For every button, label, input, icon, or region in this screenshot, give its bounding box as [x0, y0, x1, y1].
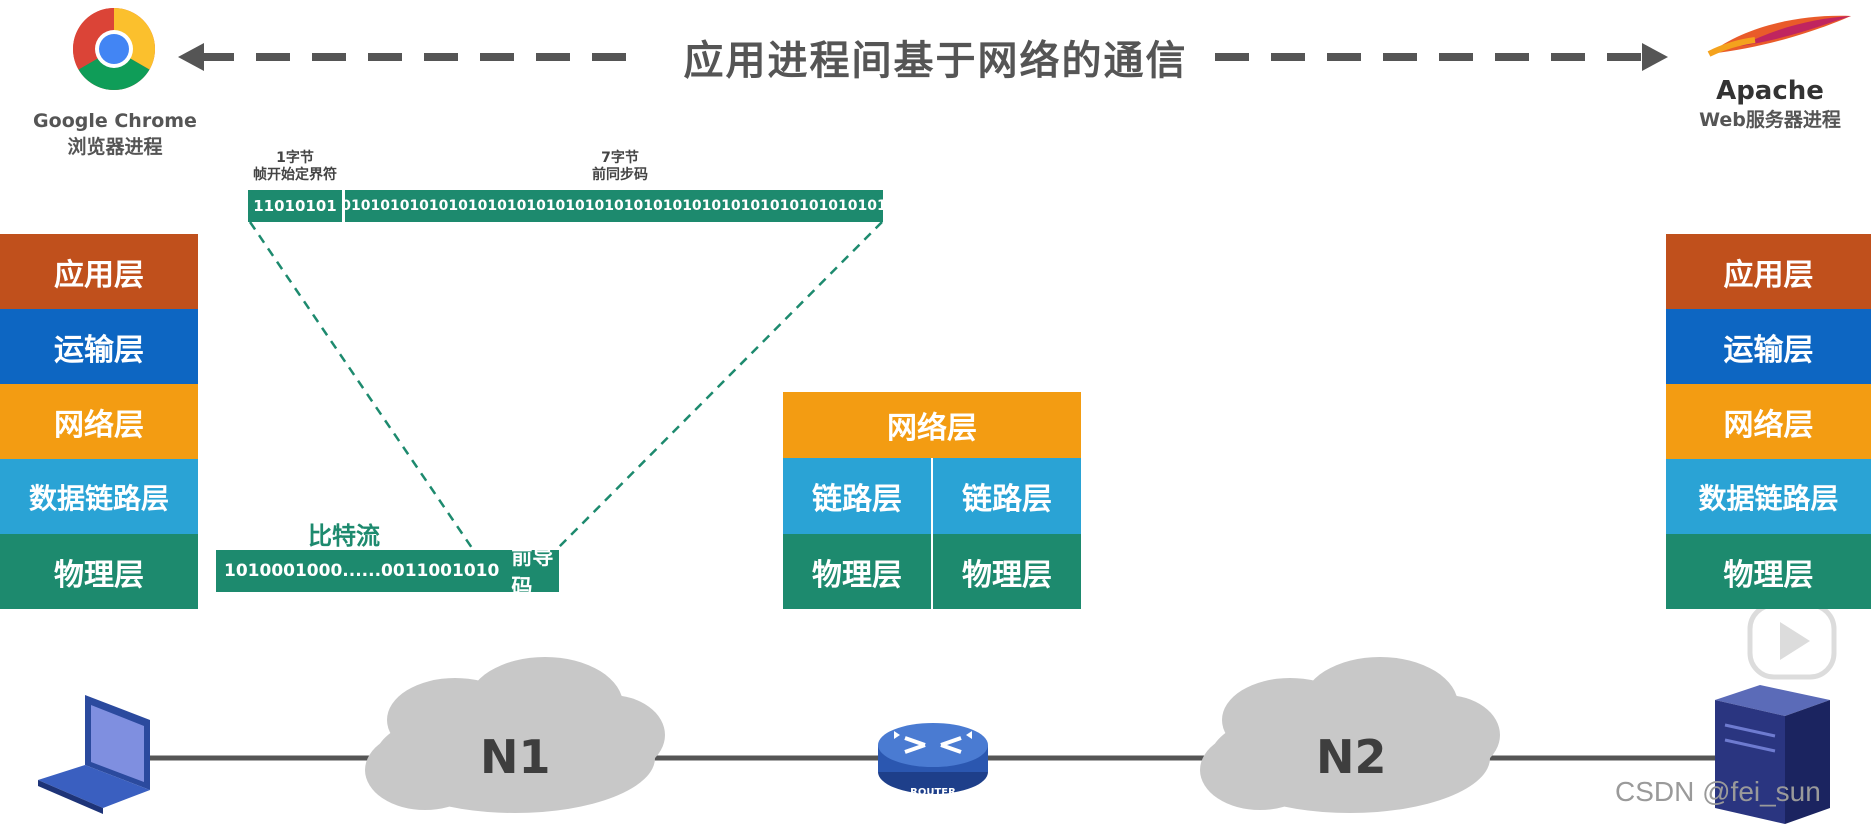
router-icon [878, 723, 988, 794]
chrome-icon [73, 8, 155, 90]
router-layer-physical-left: 物理层 [783, 534, 931, 609]
cloud-n2-icon [1200, 657, 1500, 813]
server-icon [1715, 685, 1830, 824]
bitstream-suffix: 前导码 [511, 545, 554, 599]
dashed-double-arrow [178, 43, 1668, 71]
sfd-caption-size: 1字节 [276, 150, 314, 166]
router-layer-physical-right: 物理层 [933, 534, 1081, 609]
right-app-process: Web服务器进程 [1699, 109, 1841, 131]
router-layer-datalink-left: 链路层 [783, 458, 931, 534]
left-app-name: Google Chrome [33, 110, 197, 132]
laptop-icon [38, 695, 150, 814]
right-layer-transport: 运输层 [1666, 309, 1871, 384]
right-app-name: Apache [1716, 76, 1824, 106]
watermark-text: CSDN @fei_sun [1615, 776, 1821, 807]
left-layer-datalink: 数据链路层 [0, 459, 198, 534]
page-title: 应用进程间基于网络的通信 [683, 38, 1188, 84]
bitstream-value: 1010001000......0011001010 [224, 561, 500, 581]
bitstream-box: 1010001000......0011001010 前导码 [216, 545, 559, 599]
right-layer-physical: 物理层 [1666, 534, 1871, 609]
preamble-caption-size: 7字节 [601, 150, 639, 166]
router-label: ROUTER [910, 787, 956, 798]
left-layer-transport: 运输层 [0, 309, 198, 384]
preamble-box: 0101010101010101010101010101010101010101… [341, 190, 887, 222]
bitstream-label: 比特流 [308, 522, 380, 550]
play-icon [1747, 602, 1837, 680]
apache-feather-icon [1707, 15, 1851, 57]
right-layer-application: 应用层 [1666, 234, 1871, 309]
left-layer-application: 应用层 [0, 234, 198, 309]
right-layer-datalink: 数据链路层 [1666, 459, 1871, 534]
right-layer-network: 网络层 [1666, 384, 1871, 459]
network-n1-label: N1 [480, 730, 551, 784]
cloud-n1-icon [365, 657, 665, 813]
left-layer-physical: 物理层 [0, 534, 198, 609]
sfd-box: 11010101 [248, 190, 342, 222]
preamble-caption-name: 前同步码 [592, 167, 648, 183]
left-app-process: 浏览器进程 [67, 136, 163, 158]
router-layer-network: 网络层 [783, 392, 1081, 458]
sfd-caption-name: 帧开始定界符 [253, 167, 337, 183]
router-layer-datalink-right: 链路层 [933, 458, 1081, 534]
frame-expansion-lines [248, 221, 883, 549]
left-layer-network: 网络层 [0, 384, 198, 459]
network-n2-label: N2 [1316, 730, 1387, 784]
